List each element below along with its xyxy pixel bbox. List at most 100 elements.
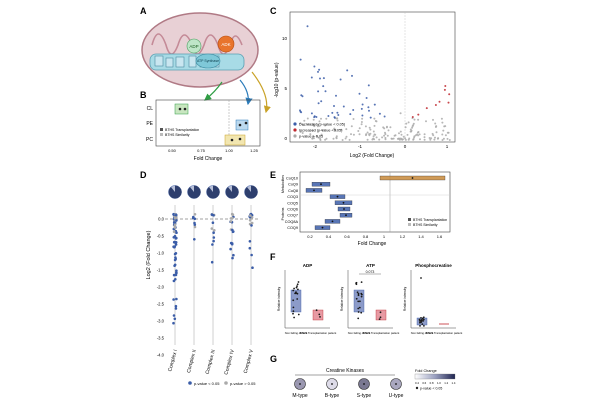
volcano-point (437, 137, 440, 140)
volcano-point (317, 70, 319, 73)
volcano-point (402, 138, 404, 141)
b-xtick: 0.75 (197, 148, 206, 153)
f-box (290, 289, 302, 313)
complex-column: Complex III (205, 185, 220, 375)
b-xtick: 1.00 (225, 148, 234, 153)
volcano-point (423, 136, 426, 139)
e-row-label: COQ5 (287, 201, 298, 205)
protein-point (251, 266, 254, 270)
legend-item: p-value < 0.05 (194, 381, 220, 386)
box-pe (235, 119, 249, 131)
g-color-scale (414, 373, 456, 380)
protein-point (174, 237, 178, 240)
protein-point (212, 214, 215, 217)
f-plot-title: Phosphocreatine (415, 263, 452, 268)
volcano-point (316, 125, 319, 128)
protein-point (250, 253, 253, 257)
d-y-ticks: 0.0-0.5-1.0-1.5-2.0-2.5-3.0-3.5-4.0 (157, 217, 165, 358)
f-group-label: BTHS Transplantation patient (363, 331, 400, 335)
volcano-point (435, 131, 438, 134)
e-xtick: 1.2 (400, 234, 406, 239)
volcano-point (404, 137, 407, 140)
volcano-point (310, 112, 313, 115)
volcano-point (446, 137, 449, 140)
c-xtick: -1 (358, 144, 362, 149)
volcano-point (366, 138, 369, 141)
f-box (375, 309, 387, 321)
volcano-point (331, 111, 334, 114)
panel-a: A ADP ADK ATP Synthase (140, 6, 271, 114)
volcano-point (337, 114, 340, 116)
e-group-label: Proteins (281, 207, 285, 220)
volcano-point (322, 85, 325, 88)
volcano-point (318, 120, 321, 123)
volcano-point (444, 85, 447, 87)
protein-point (175, 219, 178, 222)
f-ylabel: Relative intensity (277, 287, 281, 312)
volcano-point (392, 137, 395, 140)
protein-point (193, 225, 197, 229)
volcano-point (381, 136, 384, 139)
volcano-point (335, 94, 337, 97)
adp-circle (186, 38, 202, 54)
volcano-point (399, 130, 402, 133)
volcano-point (440, 117, 443, 120)
f-group-label: Non failing donors (348, 331, 371, 335)
legend-item: Increased (p-value <0.05) (299, 129, 343, 133)
e-row-label: COQ7 (287, 214, 298, 218)
volcano-point (410, 129, 413, 132)
protein-point (174, 304, 178, 308)
panel-c-letter: C (270, 6, 277, 16)
volcano-point (384, 136, 387, 139)
atp-synthase-label: ATP Synthase (197, 59, 219, 63)
volcano-point (434, 104, 437, 106)
f-group-label: Non failing donors (411, 331, 434, 335)
volcano-point (322, 77, 325, 80)
volcano-point (434, 122, 437, 125)
volcano-point (368, 133, 371, 136)
panel-c-ylabel: -log10 (p-value) (274, 62, 280, 97)
complex-column: Complex II (186, 185, 201, 374)
volcano-point (324, 90, 327, 93)
volcano-point (387, 129, 390, 132)
volcano-point (344, 137, 347, 140)
volcano-point (319, 137, 322, 140)
f-group-label: Non failing donors (285, 331, 308, 335)
e-row-label: COQ6 (287, 208, 298, 212)
volcano-point (447, 101, 450, 104)
g-scale-tick: 1.0 (437, 381, 441, 385)
volcano-point (334, 129, 337, 132)
point (183, 107, 187, 111)
volcano-point (383, 115, 386, 118)
volcano-point (441, 139, 444, 141)
volcano-point (383, 127, 386, 130)
complex-label: Complex III (205, 349, 217, 375)
protein-point (172, 314, 176, 317)
volcano-point (361, 103, 364, 106)
panel-b-row-pe: PE (146, 121, 153, 127)
volcano-point (428, 137, 431, 139)
box-cl (174, 103, 189, 115)
adp-label: ADP (189, 44, 198, 49)
protein-point (231, 256, 234, 260)
legend-item: p-value > 0.05 (299, 135, 323, 139)
volcano-point (317, 90, 320, 93)
protein-point (230, 242, 234, 246)
protein-point (249, 214, 252, 217)
volcano-point (360, 107, 363, 110)
protein-point (172, 298, 175, 301)
b-xtick: 1.25 (250, 148, 259, 153)
panel-f-letter: F (270, 252, 276, 262)
protein-point (174, 216, 177, 220)
panel-e-frame (299, 171, 451, 233)
panel-e-xlabel: Fold Change (358, 241, 387, 247)
e-xtick: 0.2 (307, 234, 313, 239)
arrow-blue (239, 79, 253, 106)
complex-column: Complex I (167, 185, 182, 372)
volcano-point (307, 123, 310, 126)
volcano-point (435, 125, 438, 128)
volcano-point (441, 133, 444, 136)
